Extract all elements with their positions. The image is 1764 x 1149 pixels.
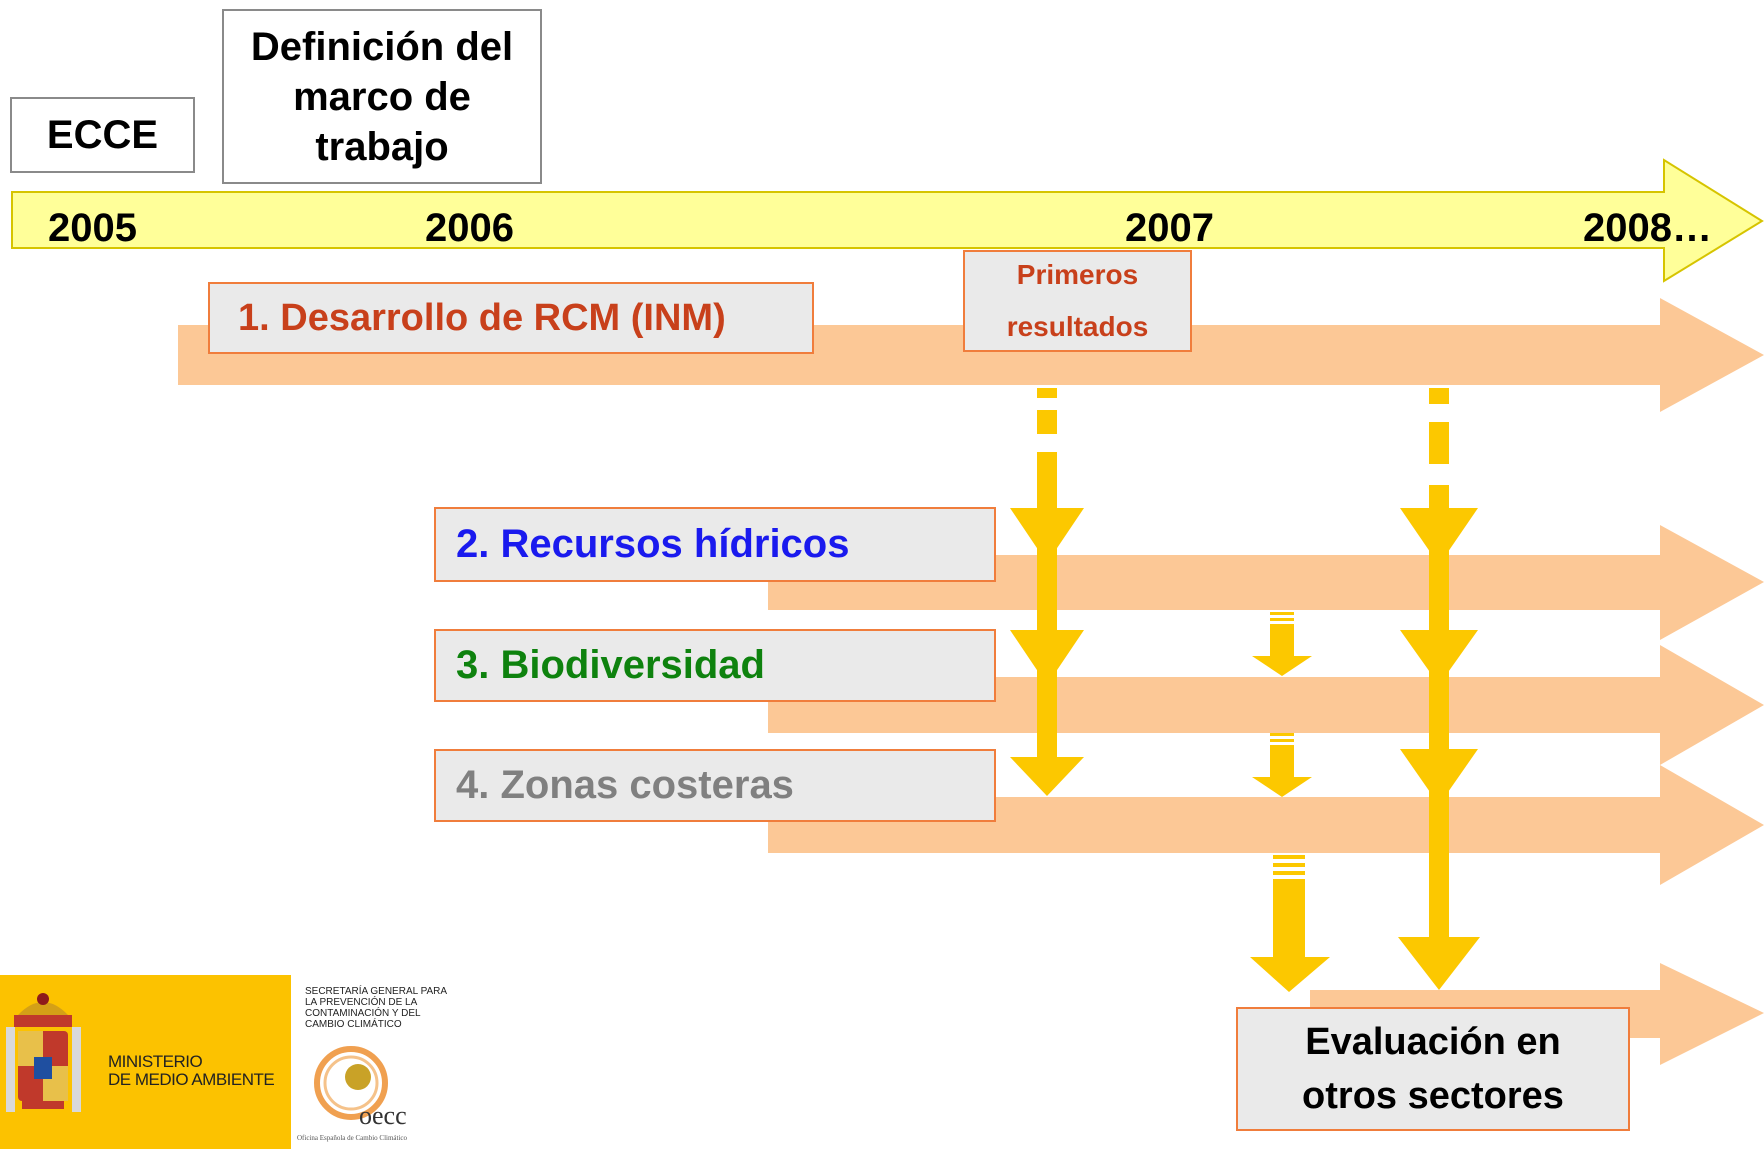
zonas-box: 4. Zonas costeras <box>434 749 996 822</box>
zonas-band-arrow <box>768 765 1764 885</box>
flow-arrowhead <box>1400 749 1478 805</box>
year-2007: 2007 <box>1125 206 1214 250</box>
evaluacion-box: Evaluación en otros sectores <box>1236 1007 1630 1131</box>
small-arrow-stem <box>1270 624 1294 656</box>
small-arrow-lines <box>1270 618 1294 621</box>
primeros-label: Primeros resultados <box>1006 259 1149 342</box>
timeline-arrow <box>11 158 1764 283</box>
flow-arrowhead <box>1400 630 1478 685</box>
small-arrow-lines <box>1273 855 1305 859</box>
flow-arrowhead <box>1010 508 1084 563</box>
ministerio-line1: MINISTERIO <box>108 1052 203 1071</box>
recursos-box: 2. Recursos hídricos <box>434 507 996 582</box>
ministerio-text: MINISTERIO DE MEDIO AMBIENTE <box>108 1052 275 1089</box>
secretaria-line3: CONTAMINACIÓN Y DEL <box>305 1008 421 1019</box>
recursos-band-arrow <box>768 525 1764 640</box>
small-arrow-lines <box>1273 863 1305 867</box>
oecc-text: oecc <box>359 1101 407 1130</box>
secretaria-text: SECRETARÍA GENERAL PARA LA PREVENCIÓN DE… <box>305 986 447 1030</box>
small-arrow-lines <box>1270 612 1294 615</box>
biodiversidad-band-arrow <box>768 645 1764 765</box>
ministerio-logo: MINISTERIO DE MEDIO AMBIENTE <box>0 975 291 1149</box>
flow-dash <box>1037 388 1057 398</box>
oecc-full-text: Oficina Española de Cambio Climático <box>297 1134 408 1142</box>
rcm-box: 1. Desarrollo de RCM (INM) <box>208 282 814 354</box>
oecc-emblem-icon <box>314 1046 388 1120</box>
definicion-box: Definición del marco de trabajo <box>222 9 542 184</box>
coat-of-arms-icon <box>6 993 81 1112</box>
primeros-box: Primeros resultados <box>963 250 1192 352</box>
secretaria-line4: CAMBIO CLIMÁTICO <box>305 1019 402 1030</box>
definicion-label: Definición del marco de trabajo <box>250 24 514 169</box>
flow-arrowhead <box>1010 757 1084 796</box>
flow-stem <box>1037 452 1057 777</box>
flow-dash <box>1037 410 1057 434</box>
zonas-label: 4. Zonas costeras <box>456 763 794 807</box>
year-2006: 2006 <box>425 206 514 250</box>
small-arrowhead <box>1252 656 1312 676</box>
secretaria-line2: LA PREVENCIÓN DE LA <box>305 997 418 1008</box>
flow-arrowhead <box>1398 937 1480 990</box>
ecce-box: ECCE <box>10 97 195 173</box>
small-arrowhead <box>1250 957 1330 992</box>
evaluacion-label: Evaluación en otros sectores <box>1302 1021 1564 1117</box>
secretaria-line1: SECRETARÍA GENERAL PARA <box>305 986 448 997</box>
oecc-logo: SECRETARÍA GENERAL PARA LA PREVENCIÓN DE… <box>291 975 461 1149</box>
biodiversidad-label: 3. Biodiversidad <box>456 643 765 687</box>
ministerio-line2: DE MEDIO AMBIENTE <box>108 1070 275 1089</box>
flow-arrowhead <box>1400 508 1478 565</box>
biodiversidad-box: 3. Biodiversidad <box>434 629 996 702</box>
small-arrow-lines <box>1273 871 1305 875</box>
flow-dash <box>1429 422 1449 464</box>
small-arrow-lines <box>1270 739 1294 742</box>
rcm-label: 1. Desarrollo de RCM (INM) <box>238 296 726 339</box>
flow-arrowhead <box>1010 630 1084 685</box>
small-arrow-lines <box>1270 733 1294 736</box>
year-2008: 2008… <box>1583 206 1712 250</box>
year-2005: 2005 <box>48 206 137 250</box>
flow-stem <box>1429 485 1449 945</box>
small-arrowhead <box>1252 777 1312 797</box>
small-arrow-stem <box>1273 879 1305 957</box>
flow-dash <box>1429 388 1449 404</box>
recursos-label: 2. Recursos hídricos <box>456 522 850 566</box>
small-arrow-stem <box>1270 745 1294 777</box>
ecce-label: ECCE <box>46 112 159 157</box>
